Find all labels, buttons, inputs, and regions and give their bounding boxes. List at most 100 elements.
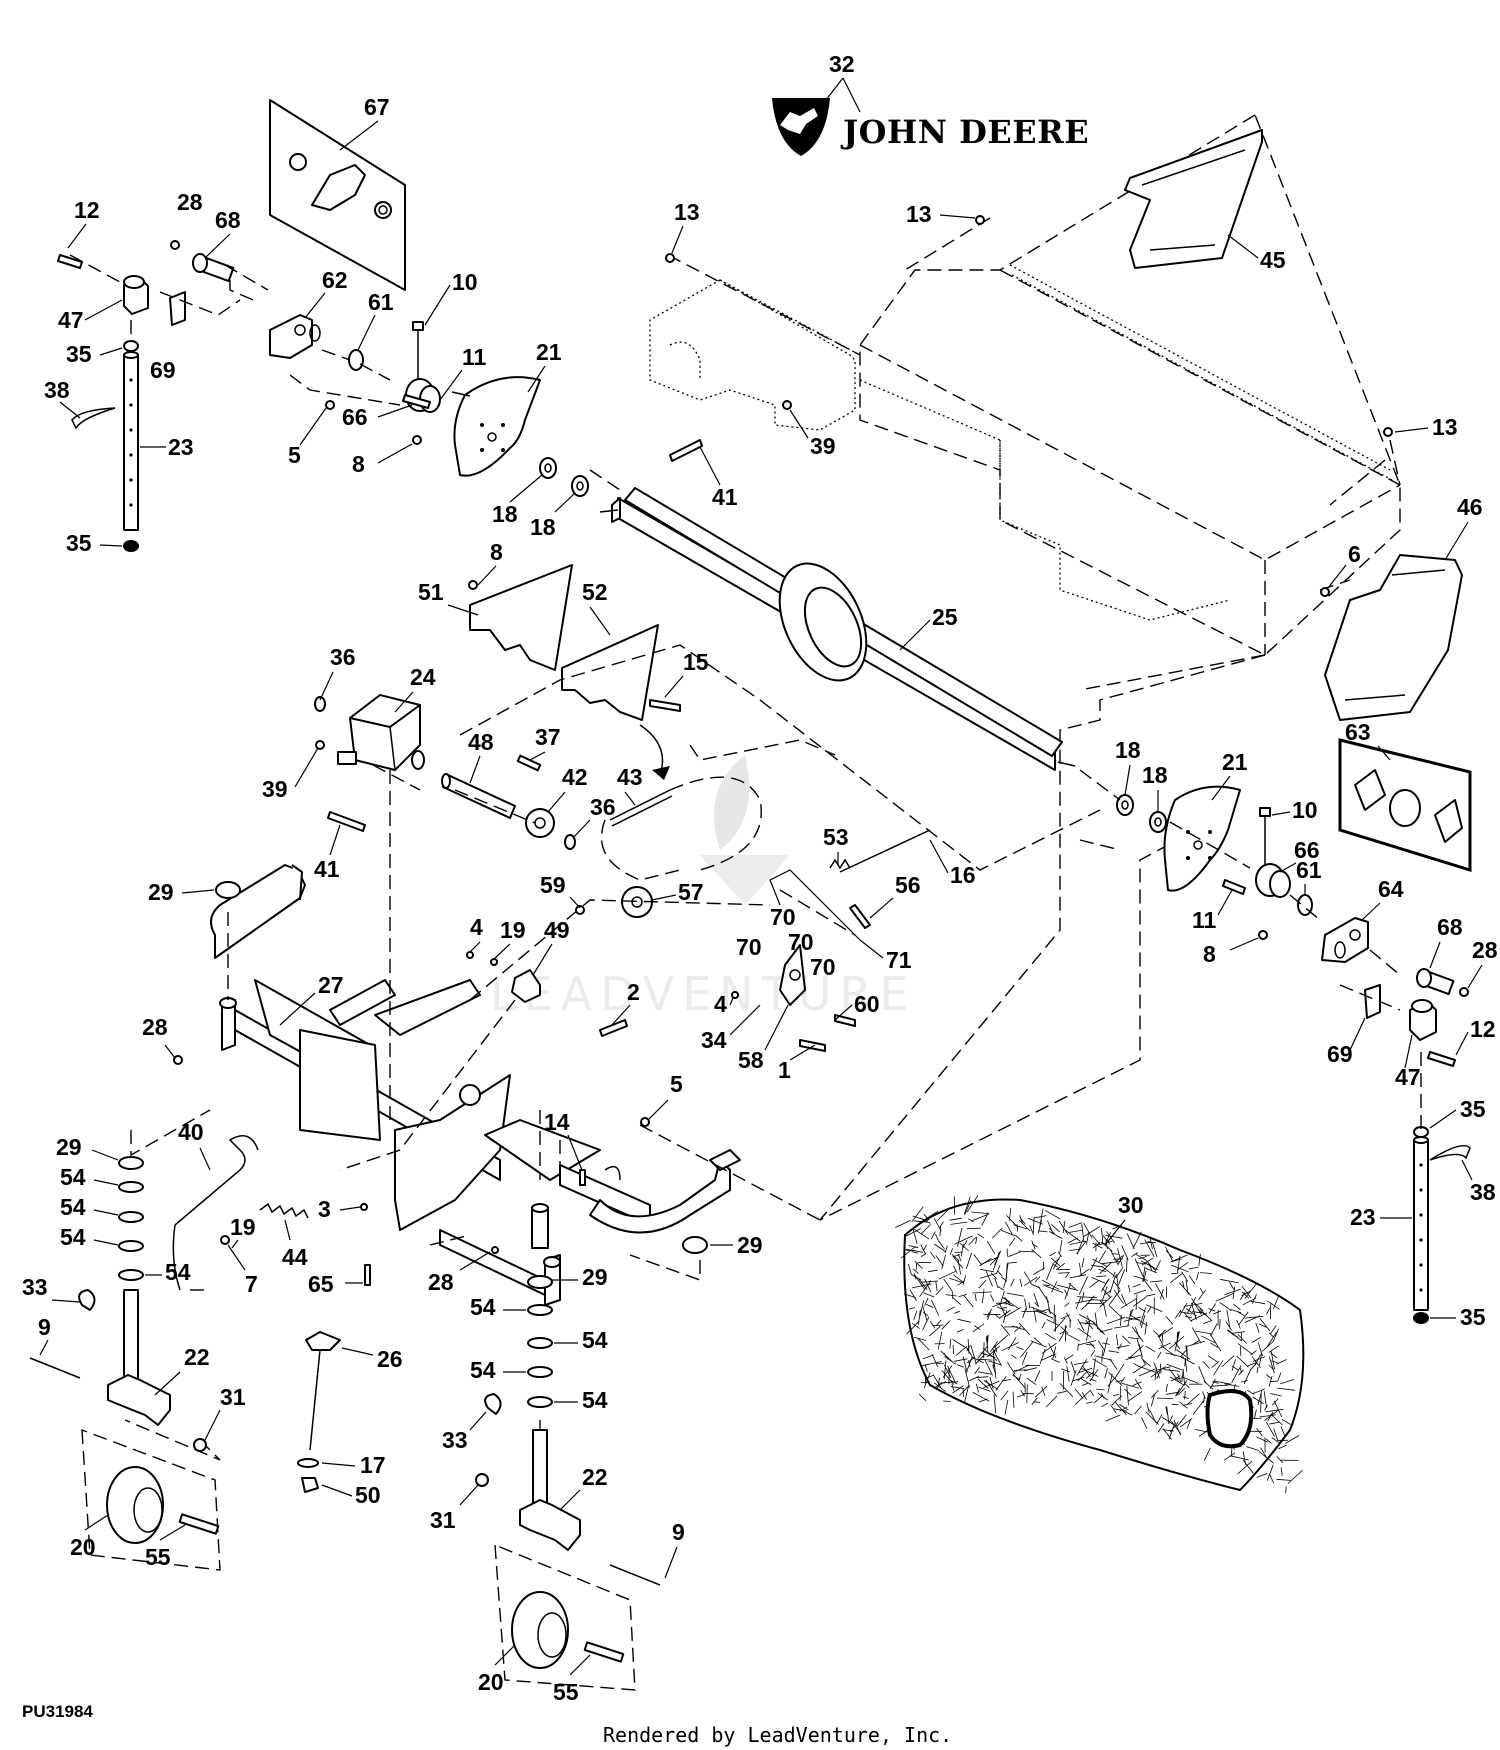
- callout-54-f: 54: [582, 1327, 608, 1353]
- side-plate-45: [1124, 129, 1263, 269]
- callout-43: 43: [617, 764, 643, 790]
- callout-22: 22: [184, 1344, 210, 1370]
- connection-lines: [69, 217, 1422, 1461]
- callout-57: 57: [678, 879, 704, 905]
- callout-69-b: 69: [1327, 1041, 1353, 1067]
- callout-33: 33: [22, 1274, 48, 1300]
- callout-54-h: 54: [582, 1387, 608, 1413]
- seal-61-left: [348, 349, 364, 371]
- caster-assembly-left: [29, 1156, 220, 1544]
- callout-27: 27: [318, 972, 344, 998]
- callout-70-a: 70: [770, 904, 796, 930]
- cap-35-b: [123, 540, 139, 552]
- callout-35: 35: [66, 341, 92, 367]
- callout-9-b: 9: [672, 1519, 685, 1545]
- caster-assembly-right: [484, 1203, 661, 1669]
- callout-17: 17: [360, 1452, 386, 1478]
- bracket-47-right: [1409, 999, 1437, 1041]
- callout-15: 15: [683, 649, 709, 675]
- bearing-plate-21-left: [453, 376, 541, 477]
- callout-26: 26: [377, 1346, 403, 1372]
- callout-3: 3: [318, 1196, 331, 1222]
- tensioner-58: [779, 944, 806, 1006]
- callout-54-g: 54: [470, 1357, 496, 1383]
- height-rod-23-left: [123, 351, 139, 531]
- callout-64: 64: [1378, 876, 1404, 902]
- rotor-tine-52: [561, 624, 659, 721]
- callout-36-b: 36: [590, 794, 616, 820]
- leadventure-watermark: LEADVENTURE: [490, 755, 909, 1021]
- wheel-frame-left: [81, 1428, 221, 1571]
- callout-33-b: 33: [442, 1427, 468, 1453]
- callout-46: 46: [1457, 494, 1483, 520]
- callout-54-a: 54: [60, 1164, 86, 1190]
- callout-18-b: 18: [530, 514, 556, 540]
- callout-37: 37: [535, 724, 561, 750]
- callout-49: 49: [544, 917, 570, 943]
- callout-11-b: 11: [1192, 907, 1217, 933]
- rotor-tine-51: [469, 564, 573, 671]
- callout-61: 61: [368, 289, 394, 315]
- callout-54-d: 54: [165, 1259, 191, 1285]
- callout-62: 62: [322, 267, 348, 293]
- callout-6: 6: [1348, 541, 1361, 567]
- assembly-arrow: [639, 724, 664, 776]
- callout-53: 53: [823, 824, 849, 850]
- inset-63: [1338, 738, 1472, 873]
- callout-23-b: 23: [1350, 1204, 1376, 1230]
- hopper-housing: [819, 113, 1401, 1221]
- rotor-shaft-25: [599, 487, 1076, 771]
- callout-5-b: 5: [670, 1071, 683, 1097]
- chain-path-lower: [600, 819, 681, 881]
- brand-name: JOHN DEERE: [840, 113, 1089, 151]
- callout-41: 41: [712, 484, 738, 510]
- callout-58: 58: [738, 1047, 764, 1073]
- washer-36-a: [314, 696, 326, 712]
- cap-35-a: [123, 340, 139, 352]
- callout-68-b: 68: [1437, 914, 1463, 940]
- gearbox-24: [337, 694, 425, 771]
- assembly-arrowhead: [652, 766, 670, 780]
- bearing-66-right: [1255, 807, 1291, 898]
- callout-70-c: 70: [788, 929, 814, 955]
- callout-28-d: 28: [1472, 937, 1498, 963]
- callout-9: 9: [38, 1314, 51, 1340]
- callout-30: 30: [1118, 1192, 1144, 1218]
- fasteners: [57, 215, 1469, 1487]
- callout-19: 19: [500, 917, 526, 943]
- callout-54-c: 54: [60, 1224, 86, 1250]
- bolt-16: [839, 829, 931, 873]
- brush-30: [895, 1195, 1305, 1494]
- callout-63: 63: [1345, 719, 1371, 745]
- hairpin-38-right: [1429, 1145, 1471, 1161]
- callout-66-b: 66: [1294, 837, 1320, 863]
- callout-4: 4: [470, 914, 483, 940]
- cap-35-d: [1413, 1312, 1429, 1324]
- rendered-by-footer: Rendered by LeadVenture, Inc.: [603, 1723, 952, 1747]
- callout-35-c: 35: [1460, 1096, 1486, 1122]
- spring-44: [259, 1202, 309, 1219]
- callout-32: 32: [829, 51, 855, 77]
- callout-45: 45: [1260, 247, 1286, 273]
- callout-35-bottom: 35: [66, 530, 92, 556]
- shaft-48: [441, 773, 516, 819]
- callout-52: 52: [582, 579, 608, 605]
- drawing-number: PU31984: [22, 1702, 93, 1721]
- callout-28: 28: [177, 189, 203, 215]
- callout-50: 50: [355, 1482, 381, 1508]
- callout-69: 69: [150, 357, 176, 383]
- sprocket-57: [621, 886, 653, 918]
- callout-8-b: 8: [490, 539, 503, 565]
- callout-12-b: 12: [1470, 1016, 1496, 1042]
- callout-8: 8: [352, 451, 365, 477]
- callout-21-b: 21: [1222, 749, 1248, 775]
- chain-43: [609, 789, 673, 827]
- callout-16: 16: [950, 862, 976, 888]
- callout-31: 31: [220, 1384, 246, 1410]
- callout-1: 1: [778, 1057, 791, 1083]
- callout-51: 51: [418, 579, 444, 605]
- callout-39-b: 39: [262, 776, 288, 802]
- pin-68-left: [192, 253, 235, 283]
- callout-7: 7: [245, 1271, 258, 1297]
